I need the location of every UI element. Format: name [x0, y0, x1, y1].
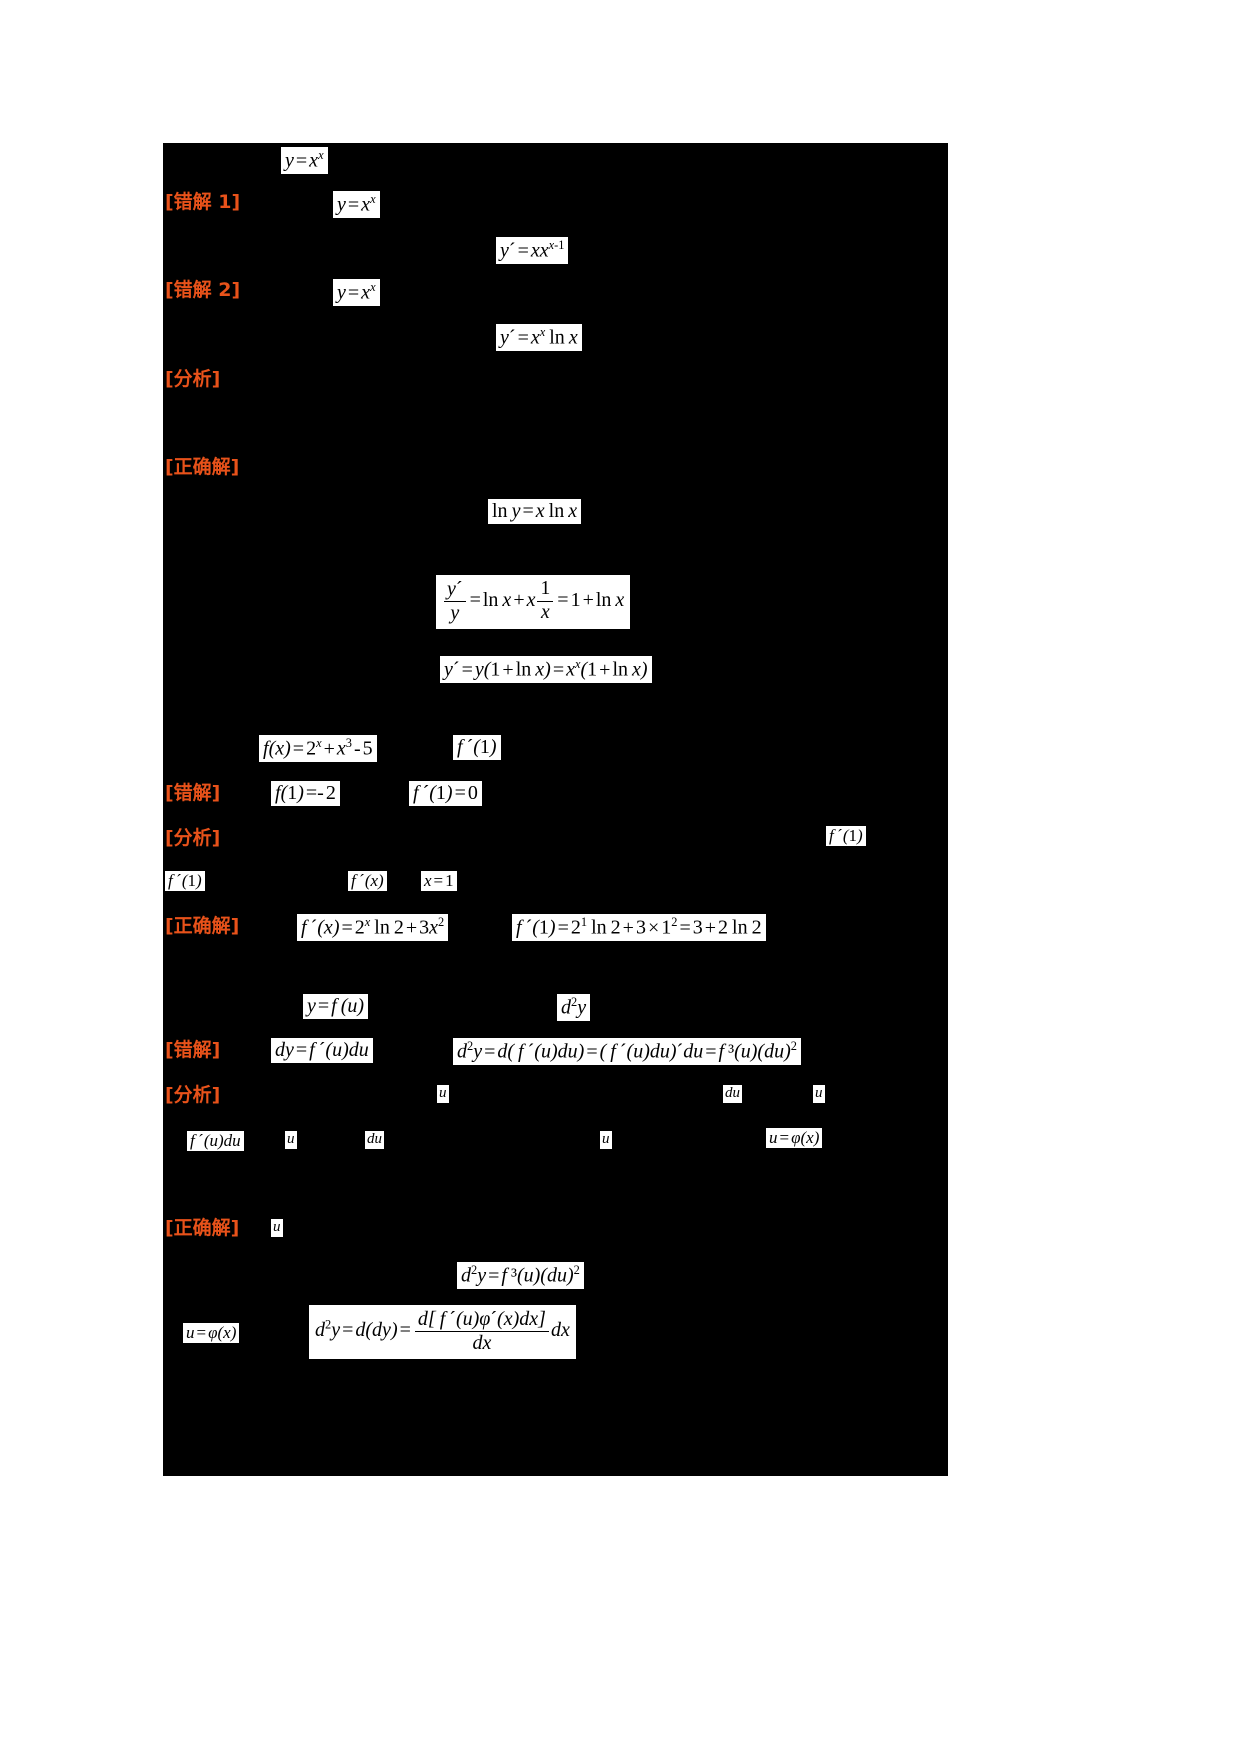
content-panel: y=xx [错解 1] y=xx y´=xxx-1 [错解 2] y=xx y´…	[163, 143, 948, 1476]
problem2-function: f(x)=2x+x3-5	[259, 735, 377, 762]
label-wrong-solution-1: [错解 1]	[165, 191, 241, 213]
problem3-analysis-u4: u	[600, 1131, 612, 1149]
problem1-correct-step3: y´=y(1+ln x)=xx(1+ln x)	[440, 656, 652, 683]
problem2-correct-evaluated: f ´(1)=21 ln 2+3×12=3+2 ln 2	[512, 914, 766, 941]
problem1-wrong1-given: y=xx	[333, 191, 380, 218]
problem3-analysis-du1: du	[723, 1085, 742, 1103]
problem3-wrong-step1: dy=f ´(u)du	[271, 1038, 373, 1063]
problem3-analysis-u1: u	[437, 1085, 449, 1103]
problem3-asked: d2y	[557, 994, 591, 1021]
problem3-wrong-step2: d2y=d( f ´(u)du)=( f ´(u)du)´du=f ³(u)(d…	[453, 1038, 801, 1065]
problem1-wrong2-result: y´=xx ln x	[496, 324, 582, 351]
label-correct-solution-1: [正确解]	[165, 456, 240, 478]
problem3-correct-formula1: d2y=f ³(u)(du)2	[457, 1262, 584, 1289]
problem1-wrong2-given: y=xx	[333, 279, 380, 306]
problem2-analysis-term-right: f ´(1)	[826, 826, 866, 846]
problem1-statement-formula: y=xx	[281, 147, 328, 174]
problem1-correct-step1: ln y=x ln x	[488, 499, 582, 524]
problem3-function: y=f (u)	[303, 994, 369, 1019]
problem2-wrong-value1: f(1)=-2	[271, 781, 340, 806]
label-wrong-solution-2a: [错解]	[165, 782, 221, 804]
label-correct-solution-2: [正确解]	[165, 915, 240, 937]
problem3-correct-substitution: u=φ(x)	[183, 1323, 240, 1343]
label-wrong-solution-3: [错解]	[165, 1039, 221, 1061]
problem2-analysis-term1: f ´(1)	[165, 871, 205, 891]
label-correct-solution-3: [正确解]	[165, 1217, 240, 1239]
problem2-analysis-term2: f ´(x)	[348, 871, 387, 891]
problem3-analysis-substitution: u=φ(x)	[766, 1128, 823, 1148]
label-analysis-2: [分析]	[165, 827, 221, 849]
problem2-asked: f ´(1)	[453, 735, 501, 760]
problem2-analysis-term3: x=1	[421, 871, 457, 891]
problem3-analysis-fudu: f ´(u)du	[187, 1131, 244, 1151]
problem2-correct-derivative: f ´(x)=2x ln 2+3x2	[297, 914, 449, 941]
label-analysis-1: [分析]	[165, 368, 221, 390]
label-wrong-solution-2: [错解 2]	[165, 279, 241, 301]
problem3-analysis-du2: du	[365, 1131, 384, 1149]
problem1-wrong1-result: y´=xxx-1	[496, 237, 569, 264]
label-analysis-3: [分析]	[165, 1084, 221, 1106]
problem3-analysis-u2: u	[813, 1085, 825, 1103]
problem3-correct-u: u	[271, 1219, 283, 1237]
problem3-analysis-u3: u	[285, 1131, 297, 1149]
problem2-wrong-value2: f ´(1)=0	[409, 781, 482, 806]
